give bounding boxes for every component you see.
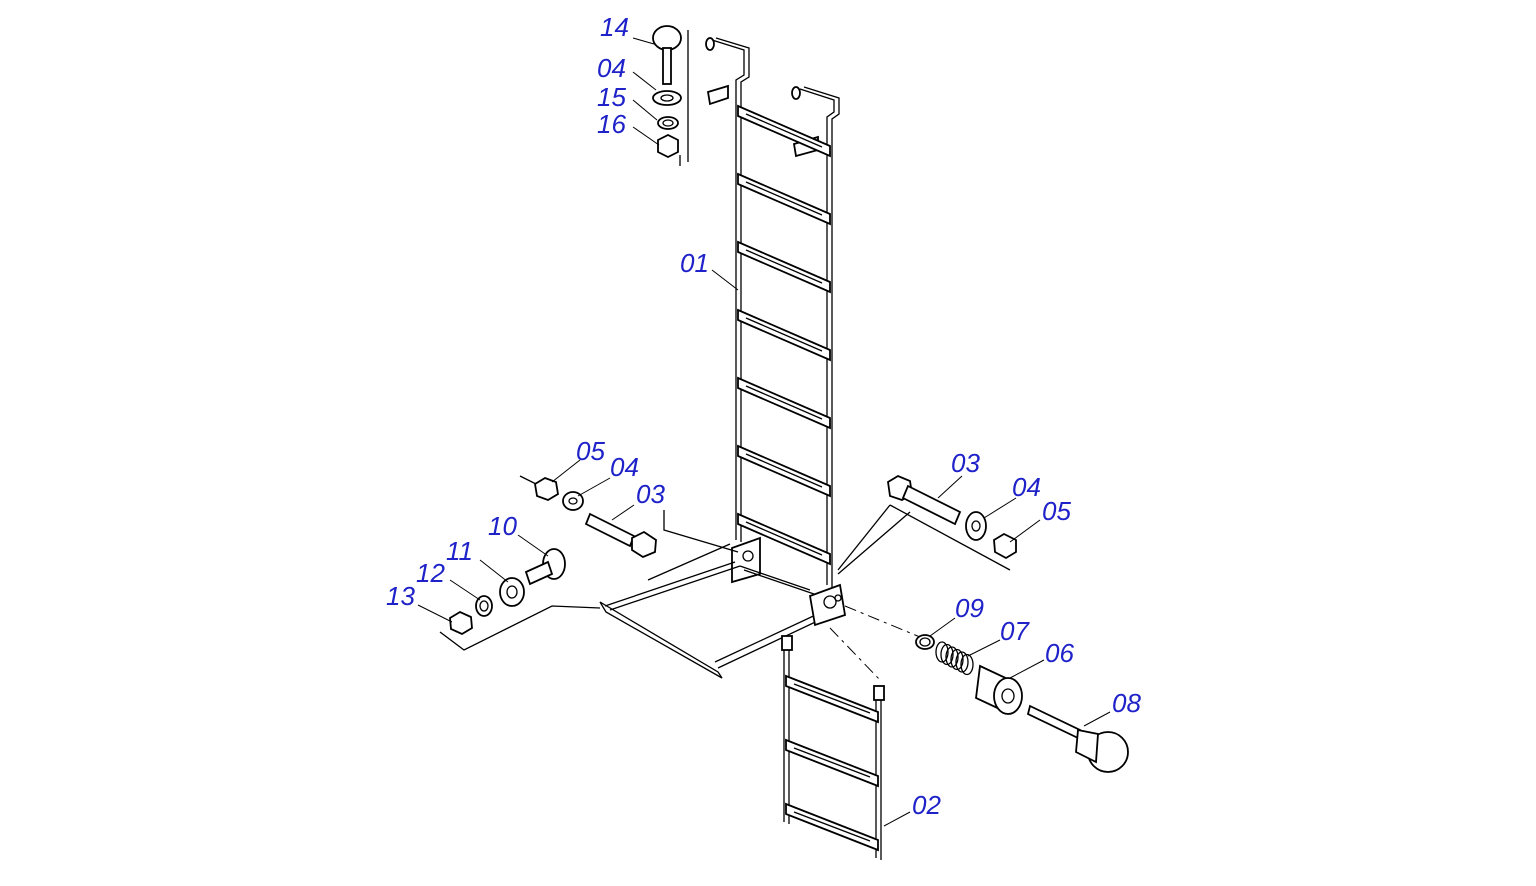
callout-08: 08 <box>1112 688 1141 718</box>
callout-04-right: 04 <box>1012 472 1041 502</box>
callout-07: 07 <box>1000 616 1030 646</box>
callout-04-top: 04 <box>597 53 626 83</box>
rung-slot <box>745 385 823 420</box>
callout-03-left: 03 <box>636 479 665 509</box>
callout-06: 06 <box>1045 638 1074 668</box>
top-bolt-set <box>652 25 689 166</box>
spring-coil <box>940 643 954 666</box>
callout-12: 12 <box>416 558 445 588</box>
right-bolt-set <box>837 474 1017 575</box>
callout-11: 11 <box>446 536 473 566</box>
spring-coil <box>955 651 969 673</box>
rung-slot <box>745 113 823 148</box>
spring-coil <box>935 641 949 663</box>
rung-slot <box>793 747 871 778</box>
callout-04-left: 04 <box>610 452 639 482</box>
rung-slot <box>793 683 871 714</box>
rung-slot <box>745 453 823 488</box>
spring-coil <box>950 648 964 671</box>
rung-slot <box>745 521 823 556</box>
callout-15: 15 <box>597 82 626 112</box>
rung-slot <box>745 317 823 352</box>
callout-14: 14 <box>600 12 629 42</box>
callout-13: 13 <box>386 581 415 611</box>
leader-lines <box>417 37 1111 827</box>
callout-05-right: 05 <box>1042 496 1071 526</box>
spring-coil <box>945 646 959 668</box>
rung-slot <box>745 181 823 216</box>
callout-16: 16 <box>597 109 626 139</box>
callout-03-right: 03 <box>951 448 980 478</box>
left-lower-bolt-set <box>439 548 601 651</box>
base-frame <box>599 561 847 679</box>
callout-01: 01 <box>680 248 709 278</box>
callout-labels: 14 04 15 16 01 05 04 03 10 11 12 13 03 0… <box>386 12 1141 820</box>
callout-02: 02 <box>912 790 941 820</box>
lower-ladder <box>781 635 885 860</box>
rung-slot <box>793 811 871 842</box>
main-ladder <box>705 37 840 588</box>
spring-coil <box>960 653 974 676</box>
callout-05-left: 05 <box>576 436 605 466</box>
latch-assembly <box>915 634 1129 773</box>
callout-10: 10 <box>488 511 517 541</box>
left-upper-bolt-set <box>519 475 739 581</box>
callout-09: 09 <box>955 593 984 623</box>
rung-slot <box>745 249 823 284</box>
